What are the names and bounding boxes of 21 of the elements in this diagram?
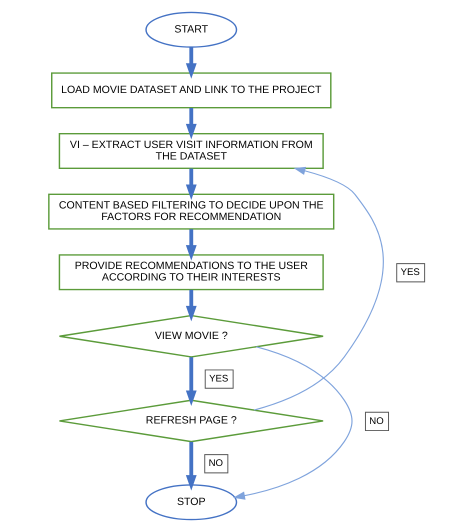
edge-label: YES [208, 373, 228, 384]
arrow [232, 346, 352, 500]
arrow [185, 108, 196, 140]
edge-label: YES [400, 267, 420, 278]
node-box: CONTENT BASED FILTERING TO DECIDE UPON THE FACTORS FOR RECOMMENDATION [48, 194, 334, 230]
node-ellipse: START [144, 12, 237, 48]
arrow [185, 47, 196, 79]
edge-label: NO [208, 458, 223, 470]
arrow [185, 442, 196, 491]
edge-label: NO [368, 416, 384, 427]
node-ellipse: STOP [144, 484, 237, 520]
node-box: LOAD MOVIE DATASET AND LINK TO THE PROJECT [50, 72, 332, 108]
arrow [185, 357, 196, 406]
arrow [185, 290, 196, 322]
arrow [185, 168, 196, 200]
arrow [185, 229, 196, 261]
node-diamond: VIEW MOVIE ? [58, 314, 324, 358]
arrow [254, 166, 384, 411]
node-box: PROVIDE RECOMMENDATIONS TO THE USER ACCORDING TO THEIR INTERESTS [58, 254, 324, 290]
node-box: VI – EXTRACT USER VISIT INFORMATION FROM THE DATASET [58, 132, 324, 170]
node-diamond: REFRESH PAGE ? [58, 400, 324, 442]
